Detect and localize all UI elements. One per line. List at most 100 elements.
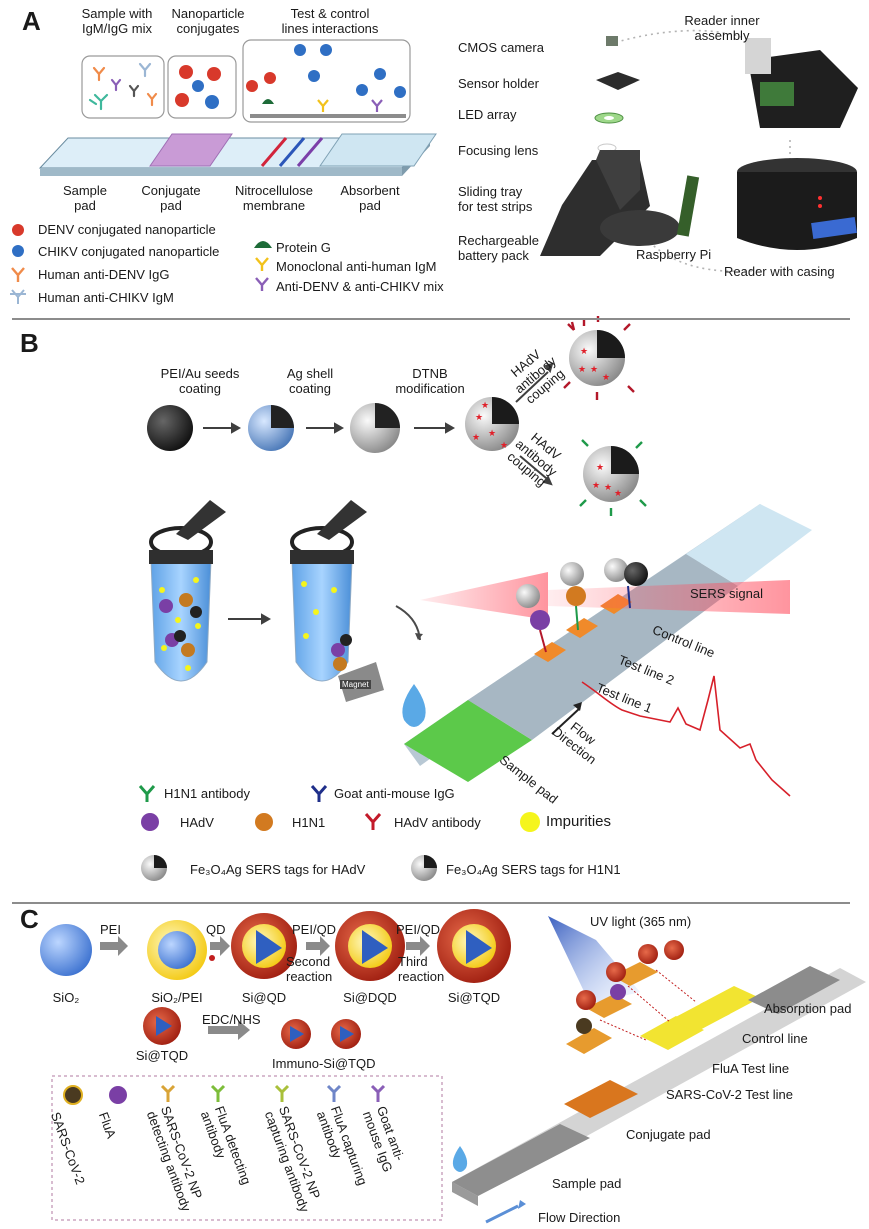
- label-c-second-reaction: Second reaction: [286, 954, 333, 984]
- svg-text:★: ★: [602, 373, 610, 383]
- panel-c-legend-glyphs: [63, 1084, 386, 1105]
- label-absorbent-pad: Absorbent pad: [340, 183, 400, 213]
- panel-b-letter: B: [20, 328, 39, 358]
- legend-impurities: Impurities: [546, 813, 612, 830]
- label-c-pei: PEI: [100, 922, 121, 937]
- label-c-sio2: SiO₂: [52, 990, 80, 1005]
- label-sers-signal: SERS signal: [690, 586, 763, 601]
- panel-a-callout-boxes: [81, 39, 411, 123]
- legend-tag-hadv: Fe₃O₄Ag SERS tags for HAdV: [190, 862, 366, 877]
- legend-anti-chikv-igm: Human anti-CHIKV IgM: [38, 290, 174, 305]
- panel-b-strip-complexes: [516, 558, 648, 653]
- divider-a-b: [12, 318, 850, 320]
- label-sample-pad-c: Sample pad: [552, 1176, 622, 1191]
- panel-b-strip: [404, 504, 812, 782]
- panel-c-leader-lines: [599, 969, 697, 1041]
- label-reader-casing: Reader with casing: [724, 264, 835, 279]
- label-membrane: Nitrocellulose membrane: [234, 183, 314, 213]
- legend-denv-np: DENV conjugated nanoparticle: [38, 222, 216, 237]
- panel-b-sers-spectrum: [581, 675, 791, 797]
- label-test-control: Test & control lines interactions: [281, 6, 379, 36]
- label-raspberry-pi: Raspberry Pi: [636, 247, 712, 262]
- panel-a-reader-dotted-lines: [609, 29, 791, 272]
- legend-goat-igg-b: Goat anti-mouse IgG: [334, 786, 455, 801]
- label-c-si-qd: Si@QD: [241, 990, 287, 1005]
- label-flow-direction-c: Flow Direction: [538, 1210, 621, 1225]
- panel-a-sample-antibodies: [88, 62, 158, 111]
- label-cmos: CMOS camera: [458, 40, 544, 55]
- panel-a-legend-glyphs: [10, 224, 272, 304]
- legend-anti-mix: Anti-DENV & anti-CHIKV mix: [276, 279, 444, 294]
- svg-text:★: ★: [596, 463, 604, 473]
- legend-protein-g: Protein G: [276, 240, 331, 255]
- label-np-conjugates: Nanoparticle conjugates: [171, 6, 245, 36]
- label-battery: Rechargeable battery pack: [458, 233, 539, 263]
- svg-text:★: ★: [472, 433, 480, 443]
- label-c-qd: QD: [206, 922, 226, 937]
- panel-c-strip: [452, 962, 866, 1206]
- legend-h1n1-antibody: H1N1 antibody: [164, 786, 250, 801]
- svg-text:★: ★: [590, 365, 598, 375]
- label-sliding-tray: Sliding tray for test strips: [458, 184, 533, 214]
- label-step-ag-shell: Ag shell coating: [286, 366, 334, 396]
- panel-b-particles: [159, 577, 352, 671]
- panel-c-letter: C: [20, 904, 39, 934]
- legend-tag-h1n1: Fe₃O₄Ag SERS tags for H1N1: [446, 862, 621, 877]
- svg-text:★: ★: [614, 489, 622, 499]
- legend-hadv: HAdV: [180, 815, 214, 830]
- svg-text:★: ★: [481, 401, 489, 411]
- label-sars-line: SARS-CoV-2 Test line: [666, 1087, 793, 1102]
- label-absorption-pad: Absorption pad: [764, 1001, 852, 1016]
- label-c-si-dqd: Si@DQD: [343, 990, 397, 1005]
- panel-c-strip-complexes: [576, 940, 684, 1034]
- label-magnet: Magnet: [340, 680, 371, 689]
- svg-text:★: ★: [500, 441, 508, 451]
- label-sensor-holder: Sensor holder: [458, 76, 539, 91]
- svg-text:★: ★: [580, 347, 588, 357]
- svg-text:★: ★: [475, 413, 483, 423]
- label-uv-light: UV light (365 nm): [590, 914, 692, 929]
- label-step-pei-au: PEI/Au seeds coating: [160, 366, 240, 396]
- divider-b-c: [12, 902, 850, 904]
- label-c-third-reaction: Third reaction: [398, 954, 445, 984]
- label-c-pei-qd-1: PEI/QD: [292, 922, 337, 937]
- panel-a-interactions: [246, 44, 406, 118]
- label-control-line-c: Control line: [742, 1031, 808, 1046]
- legend-chikv-np: CHIKV conjugated nanoparticle: [38, 244, 220, 259]
- label-reader-inner: Reader inner assembly: [684, 13, 760, 43]
- panel-a-strip: [38, 133, 437, 176]
- label-c-si-tqd: Si@TQD: [447, 990, 501, 1005]
- legend-hadv-antibody: HAdV antibody: [394, 815, 481, 830]
- legend-mono-igm: Monoclonal anti-human IgM: [276, 259, 437, 274]
- label-c-sio2-pei: SiO₂/PEI: [151, 990, 203, 1005]
- svg-text:★: ★: [592, 481, 600, 491]
- panel-c-arrows: [100, 936, 430, 1040]
- label-led-array: LED array: [458, 107, 517, 122]
- svg-text:★: ★: [578, 365, 586, 375]
- legend-anti-denv-igg: Human anti-DENV IgG: [38, 267, 170, 282]
- panel-c-legend-box: [51, 1075, 443, 1221]
- panel-c-drop: [452, 1146, 468, 1172]
- panel-b-drop: [402, 684, 426, 727]
- panel-b-arrows: [203, 362, 554, 625]
- label-focusing-lens: Focusing lens: [458, 143, 539, 158]
- panel-a-letter: A: [22, 6, 41, 36]
- panel-b-antibodies-ring: [563, 316, 647, 516]
- panel-c-synthesis: [40, 909, 511, 1049]
- label-conjugate-pad: Conjugate pad: [141, 183, 201, 213]
- panel-b-synthesis: [147, 330, 639, 502]
- svg-text:★: ★: [604, 483, 612, 493]
- label-sample-pad: Sample pad: [62, 183, 108, 213]
- panel-a-reader-parts: [540, 36, 858, 256]
- panel-c-uv-beam: [548, 916, 640, 1004]
- label-sample-mix: Sample with IgM/IgG mix: [81, 6, 153, 36]
- label-conjugate-pad-c: Conjugate pad: [626, 1127, 711, 1142]
- label-flua-line: FluA Test line: [712, 1061, 790, 1076]
- panel-c-flow-arrow: [485, 1200, 526, 1224]
- label-step-dtnb: DTNB modification: [395, 366, 465, 396]
- panel-b-dtnb-stars: ★★★★★ ★★★★ ★★★★: [472, 347, 622, 499]
- label-c-pei-qd-2: PEI/QD: [396, 922, 441, 937]
- panel-a-conjugate-nps: [175, 65, 221, 109]
- panel-b-legend-glyphs: [138, 785, 540, 881]
